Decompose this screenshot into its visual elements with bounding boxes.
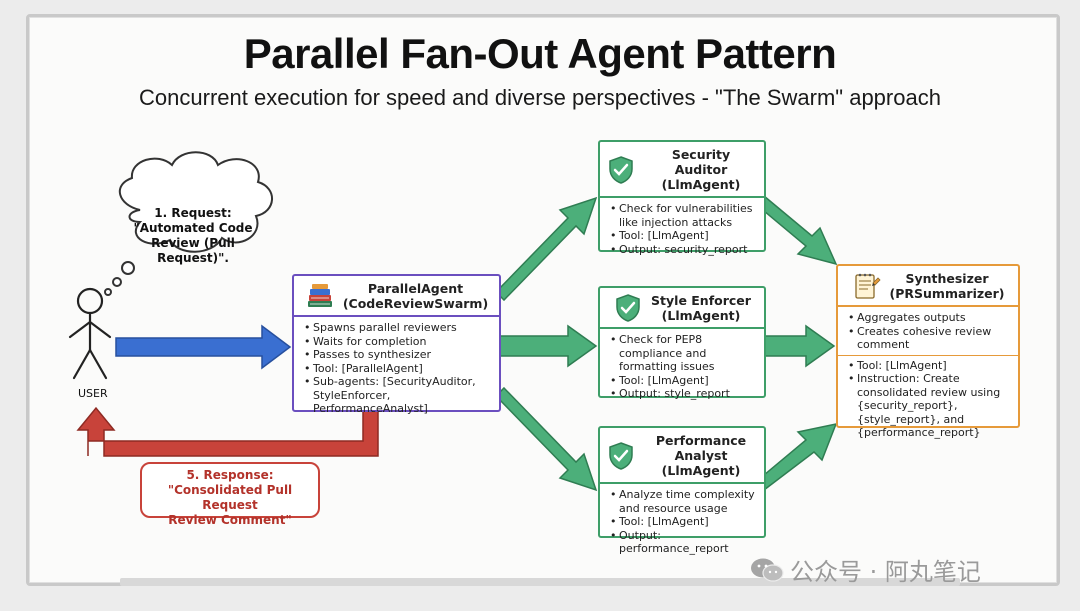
thought-cloud	[104, 151, 273, 296]
notepad-icon	[854, 273, 881, 299]
parallel-agent-box: ParallelAgent (CodeReviewSwarm) Spawns p…	[292, 274, 501, 415]
request-line-1: 1. Request:	[154, 206, 232, 220]
performance-analyst-bullet: Analyze time complexity and resource usa…	[610, 488, 756, 515]
performance-analyst-title: Performance Analyst	[655, 433, 747, 463]
watermark: 公众号 · 阿丸笔记	[750, 552, 981, 587]
parallel-agent-bullet: Waits for completion	[304, 335, 491, 349]
security-auditor-subtitle: (LlmAgent)	[661, 177, 741, 192]
wechat-icon	[751, 558, 784, 582]
performance-analyst-header: Performance Analyst (LlmAgent)	[600, 428, 764, 484]
performance-analyst-subtitle: (LlmAgent)	[661, 463, 741, 478]
synthesizer-subtitle: (PRSummarizer)	[889, 286, 1005, 301]
parallel-agent-bullet-continued: StyleEnforcer, PerformanceAnalyst]	[313, 388, 428, 416]
style-enforcer-bullet: Check for PEP8 compliance and formatting…	[610, 333, 756, 374]
request-line-2: "Automated Code	[133, 221, 253, 235]
parallel-agent-title: ParallelAgent	[367, 281, 464, 296]
synthesizer-title: Synthesizer	[905, 271, 989, 286]
response-line-3: Review Comment"	[168, 513, 292, 527]
style-enforcer-subtitle: (LlmAgent)	[661, 308, 741, 323]
fanout-arrows	[494, 194, 838, 492]
request-arrow	[115, 324, 292, 370]
performance-analyst-box: Performance Analyst (LlmAgent) Analyze t…	[598, 426, 766, 555]
user-stick-figure	[68, 287, 112, 380]
page-subtitle: Concurrent execution for speed and diver…	[139, 85, 941, 110]
watermark-text: 公众号 · 阿丸笔记	[790, 558, 981, 586]
parallel-agent-bullet: Sub-agents: [SecurityAuditor,	[304, 375, 491, 389]
response-line-2: "Consolidated Pull Request	[167, 483, 293, 512]
synthesizer-bullet: Instruction: Create consolidated review …	[848, 372, 1010, 440]
parallel-agent-bullet: Passes to synthesizer	[304, 348, 491, 362]
synthesizer-divider	[838, 354, 1018, 356]
parallel-agent-subtitle: (CodeReviewSwarm)	[342, 296, 489, 311]
synthesizer-bullet: Creates cohesive review comment	[848, 325, 1010, 352]
style-enforcer-bullet: Tool: [LlmAgent]	[610, 374, 756, 388]
response-arrow	[76, 406, 379, 457]
synthesizer-bullet: Aggregates outputs	[848, 311, 1010, 325]
request-line-3: Review (Pull Request)".	[151, 236, 235, 265]
books-icon	[307, 284, 332, 307]
synthesizer-box: Synthesizer (PRSummarizer) Aggregates ou…	[836, 264, 1020, 439]
user-label: USER	[78, 387, 108, 400]
synthesizer-bullet: Tool: [LlmAgent]	[848, 359, 1010, 373]
response-line-1: 5. Response:	[186, 468, 274, 482]
security-auditor-bullet: Tool: [LlmAgent]	[610, 229, 756, 243]
security-auditor-box: Security Auditor (LlmAgent) Check for vu…	[598, 140, 766, 256]
whiteboard-tray	[120, 578, 960, 586]
parallel-agent-header: ParallelAgent (CodeReviewSwarm)	[294, 276, 499, 317]
synthesizer-header: Synthesizer (PRSummarizer)	[838, 266, 1018, 307]
parallel-agent-bullet: Tool: [ParallelAgent]	[304, 362, 491, 376]
page-title: Parallel Fan-Out Agent Pattern	[243, 30, 837, 77]
performance-analyst-bullet: Output: performance_report	[610, 529, 756, 556]
security-auditor-header: Security Auditor (LlmAgent)	[600, 142, 764, 198]
request-bubble: 1. Request: "Automated Code Review (Pull…	[128, 206, 258, 266]
shield-check-icon	[616, 294, 640, 322]
security-auditor-bullet: Check for vulnerabilities like injection…	[610, 202, 756, 229]
shield-check-icon	[609, 155, 633, 184]
style-enforcer-header: Style Enforcer (LlmAgent)	[600, 288, 764, 329]
style-enforcer-box: Style Enforcer (LlmAgent) Check for PEP8…	[598, 286, 766, 401]
parallel-agent-bullet: Spawns parallel reviewers	[304, 321, 491, 335]
style-enforcer-title: Style Enforcer	[651, 293, 751, 308]
security-auditor-bullet: Output: security_report	[610, 243, 756, 257]
shield-check-icon	[609, 441, 633, 470]
security-auditor-title: Security Auditor	[671, 147, 731, 177]
style-enforcer-bullet: Output: style_report	[610, 387, 756, 401]
response-bubble: 5. Response: "Consolidated Pull Request …	[140, 462, 320, 527]
performance-analyst-bullet: Tool: [LlmAgent]	[610, 515, 756, 529]
